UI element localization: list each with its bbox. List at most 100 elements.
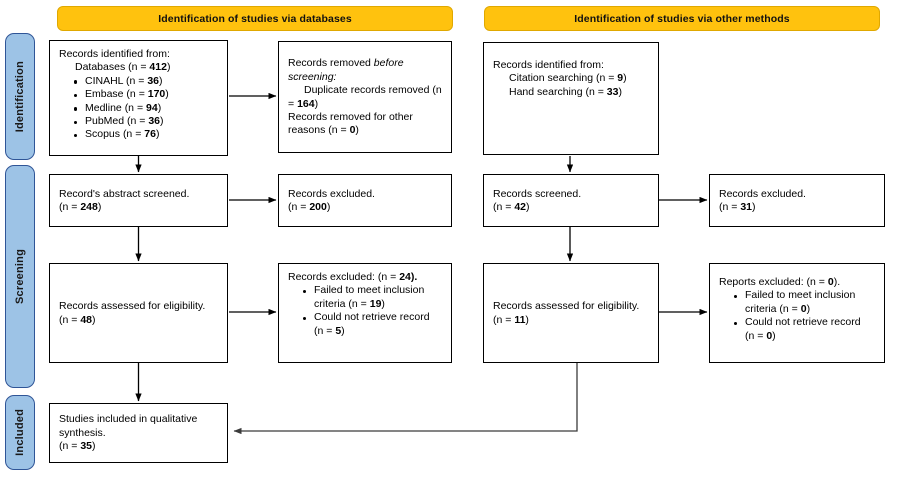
other-prefix: reasons (n = <box>288 124 350 137</box>
citation-prefix: Citation searching (n = <box>509 72 618 85</box>
abstract-n-count: 248 <box>80 201 98 213</box>
citation-suffix: ) <box>623 72 627 85</box>
records-identified-db-line1: Records identified from: <box>59 48 170 60</box>
cinahl-prefix: CINAHL (n = <box>85 74 148 87</box>
embase-count: 170 <box>147 88 166 101</box>
records-identified-other-citation: Citation searching (n = 9) <box>493 72 650 85</box>
failed-line1: Failed to meet inclusion <box>314 284 425 297</box>
scopus-prefix: Scopus (n = <box>85 128 145 141</box>
reports-notretrieved-suffix: ) <box>772 329 776 342</box>
records-screened-other-line1: Records screened. <box>493 187 582 200</box>
elig-other-prefix: (n = <box>493 313 515 326</box>
excl3-suffix: ) <box>752 201 756 213</box>
records-excluded-1-line1: Records excluded. <box>288 187 375 200</box>
banner-other-methods: Identification of studies via other meth… <box>484 6 880 31</box>
reports-notretrieved-line1: Could not retrieve record <box>745 316 861 329</box>
medline-suffix: ) <box>157 101 162 114</box>
screened-other-prefix: (n = <box>493 201 515 213</box>
records-removed-line2: screening: <box>288 70 337 83</box>
records-excluded-3-line1: Records excluded. <box>719 187 806 200</box>
records-identified-other-line1: Records identified from: <box>493 59 604 71</box>
reports-failed-suffix: ) <box>806 302 811 315</box>
dup-eq: = <box>288 97 298 110</box>
box-records-removed-before-screening: Records removed before screening: Duplic… <box>278 41 452 153</box>
medline-prefix: Medline (n = <box>85 101 146 114</box>
box-studies-included: Studies included in qualitative synthesi… <box>49 403 228 463</box>
medline-count: 94 <box>146 101 158 114</box>
stage-label-identification: Identification <box>14 60 26 133</box>
reports-notretrieved-prefix: (n = <box>745 329 767 342</box>
records-screened-other-line2: (n = 42) <box>493 201 650 214</box>
assessed-eligibility-other-line1: Records assessed for eligibility. <box>493 300 640 313</box>
box-records-identified-other: Records identified from: Citation search… <box>483 42 659 155</box>
embase-prefix: Embase (n = <box>85 88 148 101</box>
db-prefix: Databases (n = <box>75 61 150 74</box>
database-source-list: CINAHL (n = 36) Embase (n = 170) Medline… <box>59 75 219 142</box>
box-abstract-screened: Record's abstract screened. (n = 248) <box>49 174 228 227</box>
studies-included-line1: Studies included in qualitative <box>59 413 198 426</box>
elig-other-suffix: ) <box>525 313 529 326</box>
other-count: 0 <box>349 124 356 137</box>
failed-prefix: criteria (n = <box>314 297 370 310</box>
excl2-prefix: Records excluded: (n = <box>288 271 400 283</box>
records-excluded-2-header: Records excluded: (n = 24). <box>288 271 443 284</box>
embase-suffix: ) <box>165 88 169 101</box>
list-item-pubmed: PubMed (n = 36) <box>74 115 219 128</box>
assessed-eligibility-db-line1: Records assessed for eligibility. <box>59 300 206 313</box>
abstract-n-prefix: (n = <box>59 201 81 213</box>
removed-prefix: Records removed <box>288 57 374 70</box>
list-item-not-retrieved: Could not retrieve record (n = 5) <box>303 311 443 338</box>
reports-excluded-header: Reports excluded: (n = 0). <box>719 276 876 289</box>
failed-count: 19 <box>369 297 382 310</box>
abstract-screened-line1: Record's abstract screened. <box>59 187 190 200</box>
records-removed-duplicate-line1: Duplicate records removed (n <box>304 84 442 97</box>
abstract-n-suffix: ) <box>97 201 102 213</box>
stage-pill-identification: Identification <box>5 33 35 160</box>
dup-suffix: ) <box>314 97 319 110</box>
citation-count: 9 <box>617 72 624 85</box>
records-excluded-1-line2: (n = 200) <box>288 201 443 214</box>
banner-databases-label: Identification of studies via databases <box>158 12 352 25</box>
reports-failed-prefix: criteria (n = <box>745 302 801 315</box>
reports-notretrieved-count: 0 <box>766 329 773 342</box>
box-assessed-eligibility-databases: Records assessed for eligibility. (n = 4… <box>49 263 228 363</box>
stage-pill-included: Included <box>5 395 35 470</box>
box-records-identified-databases: Records identified from: Databases (n = … <box>49 40 228 156</box>
hand-count: 33 <box>606 85 619 98</box>
excl1-prefix: (n = <box>288 201 310 213</box>
records-removed-other-line2: reasons (n = 0) <box>288 124 443 137</box>
excl3-prefix: (n = <box>719 201 741 213</box>
scopus-suffix: ) <box>155 128 160 141</box>
elig-db-count: 48 <box>80 313 92 326</box>
studies-included-line3: (n = 35) <box>59 440 219 453</box>
box-records-excluded-screening-other: Records excluded. (n = 31) <box>709 174 885 227</box>
elig-other-count: 11 <box>514 313 526 326</box>
box-records-excluded-eligibility: Records excluded: (n = 24). Failed to me… <box>278 263 452 363</box>
box-records-excluded-screening: Records excluded. (n = 200) <box>278 174 452 227</box>
notretrieved-count: 5 <box>335 324 342 337</box>
reports-excl-suffix: ). <box>833 276 841 288</box>
other-suffix: ) <box>355 124 359 137</box>
records-removed-line1: Records removed before <box>288 57 443 70</box>
reports-failed-count: 0 <box>800 302 807 315</box>
list-item-medline: Medline (n = 94) <box>74 101 219 115</box>
excl1-suffix: ) <box>326 201 331 213</box>
scopus-count: 76 <box>144 128 156 141</box>
assessed-eligibility-db-line2: (n = 48) <box>59 314 219 327</box>
hand-suffix: ) <box>618 85 622 98</box>
banner-databases: Identification of studies via databases <box>57 6 453 31</box>
box-records-screened-other: Records screened. (n = 42) <box>483 174 659 227</box>
reports-failed-line1: Failed to meet inclusion <box>745 289 856 302</box>
list-item-failed-inclusion-other: Failed to meet inclusion criteria (n = 0… <box>734 289 876 316</box>
records-excluded-2-reason-list: Failed to meet inclusion criteria (n = 1… <box>288 284 443 338</box>
assessed-eligibility-other-line2: (n = 11) <box>493 314 650 327</box>
excl1-count: 200 <box>309 201 327 213</box>
reports-excl-prefix: Reports excluded: (n = <box>719 276 828 288</box>
list-item-failed-inclusion: Failed to meet inclusion criteria (n = 1… <box>303 284 443 311</box>
stage-label-included: Included <box>14 409 26 456</box>
notretrieved-line1: Could not retrieve record <box>314 311 430 324</box>
pubmed-suffix: ) <box>160 115 164 128</box>
list-item-cinahl: CINAHL (n = 36) <box>74 74 219 88</box>
screened-other-suffix: ) <box>526 201 530 213</box>
